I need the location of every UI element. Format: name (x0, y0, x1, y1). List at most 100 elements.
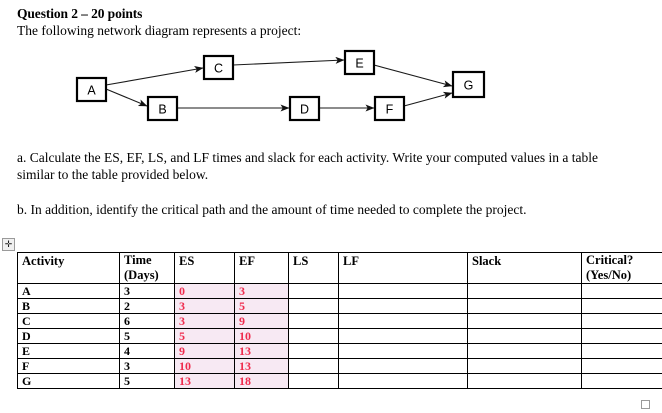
cell-slack[interactable] (467, 283, 582, 299)
cell-lf[interactable] (338, 358, 468, 374)
edge-c-to-e (232, 56, 345, 66)
cell-critical[interactable] (581, 343, 662, 359)
cell-es[interactable]: 13 (174, 373, 235, 389)
edge-a-to-b (105, 88, 148, 107)
table-resize-handle[interactable] (641, 400, 650, 409)
cell-es[interactable]: 10 (174, 358, 235, 374)
cell-lf[interactable] (338, 328, 468, 344)
col-header-slack: Slack (467, 252, 582, 284)
cell-ef[interactable]: 13 (234, 358, 289, 374)
prompt-a-text: a. Calculate the ES, EF, LS, and LF time… (17, 150, 598, 182)
cell-ef[interactable]: 13 (234, 343, 289, 359)
network-diagram-canvas: A B C D E F G (75, 49, 486, 122)
cell-es[interactable]: 3 (174, 313, 235, 329)
edge-f-to-g (403, 91, 453, 107)
node-b: B (146, 95, 179, 122)
col-header-time-sub: (Days) (124, 268, 159, 282)
prompt-b-text: b. In addition, identify the critical pa… (17, 202, 527, 217)
cell-critical[interactable] (581, 313, 662, 329)
cell-activity[interactable]: F (17, 358, 120, 374)
cell-activity[interactable]: A (17, 283, 120, 299)
cell-activity[interactable]: G (17, 373, 120, 389)
node-b-label: B (158, 103, 166, 117)
node-d-label: D (300, 103, 309, 117)
cell-es[interactable]: 0 (174, 283, 235, 299)
cell-ls[interactable] (288, 343, 339, 359)
col-header-time: Time (Days) (119, 252, 175, 284)
intro-text: The following network diagram represents… (17, 23, 302, 38)
cell-activity[interactable]: C (17, 313, 120, 329)
node-c-label: C (214, 62, 223, 76)
cell-time[interactable]: 6 (119, 313, 175, 329)
cell-lf[interactable] (338, 343, 468, 359)
cell-time[interactable]: 5 (119, 328, 175, 344)
col-header-ls: LS (288, 252, 339, 284)
node-g: G (451, 70, 486, 99)
table-move-handle-icon[interactable]: ✛ (2, 238, 15, 251)
cell-ls[interactable] (288, 298, 339, 314)
table-header-row: Activity Time (Days) ES EF LS LF Slack C… (17, 252, 662, 284)
cell-lf[interactable] (338, 313, 468, 329)
cell-time[interactable]: 4 (119, 343, 175, 359)
activity-table-container: Activity Time (Days) ES EF LS LF Slack C… (17, 252, 662, 389)
activity-table: Activity Time (Days) ES EF LS LF Slack C… (17, 252, 662, 389)
col-header-activity: Activity (17, 252, 120, 284)
cell-critical[interactable] (581, 373, 662, 389)
cell-ef[interactable]: 10 (234, 328, 289, 344)
cell-ls[interactable] (288, 328, 339, 344)
cell-ls[interactable] (288, 358, 339, 374)
node-d: D (288, 95, 321, 122)
cell-time[interactable]: 3 (119, 358, 175, 374)
cell-ef[interactable]: 18 (234, 373, 289, 389)
cell-slack[interactable] (467, 343, 582, 359)
cell-slack[interactable] (467, 358, 582, 374)
node-f: F (373, 95, 406, 122)
cell-slack[interactable] (467, 298, 582, 314)
node-e-label: E (355, 57, 363, 71)
col-header-es: ES (174, 252, 235, 284)
node-g-label: G (464, 79, 474, 93)
edge-e-to-g (373, 64, 453, 88)
cell-lf[interactable] (338, 298, 468, 314)
cell-ef[interactable]: 3 (234, 283, 289, 299)
node-e: E (343, 49, 376, 76)
cell-es[interactable]: 9 (174, 343, 235, 359)
cell-time[interactable]: 2 (119, 298, 175, 314)
col-header-critical-main: Critical? (586, 253, 634, 268)
cell-time[interactable]: 5 (119, 373, 175, 389)
cell-critical[interactable] (581, 283, 662, 299)
node-a: A (75, 76, 108, 103)
cell-critical[interactable] (581, 298, 662, 314)
cell-critical[interactable] (581, 328, 662, 344)
col-header-critical: Critical? (Yes/No) (581, 252, 662, 284)
cell-activity[interactable]: B (17, 298, 120, 314)
col-header-ef: EF (234, 252, 289, 284)
node-c: C (202, 54, 235, 81)
cell-slack[interactable] (467, 328, 582, 344)
cell-ls[interactable] (288, 373, 339, 389)
cell-lf[interactable] (338, 373, 468, 389)
cell-activity[interactable]: D (17, 328, 120, 344)
cell-ls[interactable] (288, 283, 339, 299)
node-f-label: F (386, 103, 394, 117)
cell-lf[interactable] (338, 283, 468, 299)
cell-ef[interactable]: 9 (234, 313, 289, 329)
cell-slack[interactable] (467, 313, 582, 329)
cell-activity[interactable]: E (17, 343, 120, 359)
cell-critical[interactable] (581, 358, 662, 374)
col-header-lf: LF (338, 252, 468, 284)
page-title: Question 2 – 20 points (17, 6, 143, 21)
cell-ls[interactable] (288, 313, 339, 329)
cell-time[interactable]: 3 (119, 283, 175, 299)
cell-slack[interactable] (467, 373, 582, 389)
cell-es[interactable]: 3 (174, 298, 235, 314)
cell-ef[interactable]: 5 (234, 298, 289, 314)
network-diagram: A B C D E F G (0, 44, 662, 136)
cell-es[interactable]: 5 (174, 328, 235, 344)
